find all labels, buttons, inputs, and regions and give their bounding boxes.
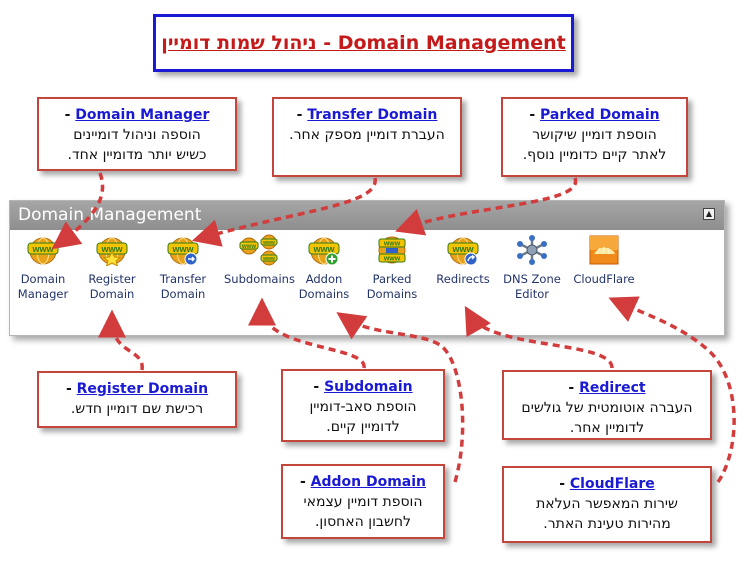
icon-label-line1: Parked bbox=[372, 272, 412, 286]
svg-text:www: www bbox=[31, 244, 54, 254]
svg-text:www: www bbox=[241, 244, 256, 250]
www-globe-star-icon: www bbox=[96, 237, 128, 266]
addon-domains-item[interactable]: www Addon Domains bbox=[289, 234, 359, 302]
icon-label-line1: DNS Zone bbox=[503, 272, 561, 286]
callout-text: הוספת סאב-דומיין bbox=[309, 399, 417, 415]
icon-label-line2: Domains bbox=[298, 287, 350, 301]
svg-text:www: www bbox=[262, 240, 275, 246]
callout-text: לחשבון האחסון. bbox=[314, 514, 411, 530]
panel-header: Domain Management ▲ bbox=[10, 201, 724, 230]
domain-management-panel: Domain Management ▲ www Domain Manager w… bbox=[9, 200, 725, 336]
panel-header-title: Domain Management bbox=[18, 205, 202, 225]
redirect-link[interactable]: Redirect bbox=[579, 380, 646, 396]
icon-label-line1: Register bbox=[88, 272, 136, 286]
callout-text: לדומיין אחר. bbox=[569, 420, 645, 436]
svg-text:www: www bbox=[383, 241, 401, 248]
title-separator: - bbox=[316, 32, 338, 54]
callout-text: הוספה וניהול דומיינים bbox=[73, 127, 201, 143]
icon-label-line1: Redirects bbox=[436, 272, 490, 286]
callout-transfer-domain: Transfer Domain - העברת דומיין מספק אחר. bbox=[272, 97, 462, 177]
domain-manager-item[interactable]: www Domain Manager bbox=[8, 234, 78, 302]
callout-dash: - bbox=[296, 107, 308, 123]
svg-text:www: www bbox=[171, 244, 194, 254]
subdomains-item[interactable]: www www www Subdomains bbox=[224, 234, 295, 287]
parked-domain-link[interactable]: Parked Domain bbox=[540, 107, 660, 123]
callout-text: לאתר קיים כדומיין נוסף. bbox=[522, 147, 667, 163]
redirects-item[interactable]: www Redirects bbox=[428, 234, 498, 287]
www-globe-icon: www bbox=[27, 237, 59, 265]
callout-text: הוספת דומיין עצמאי bbox=[303, 494, 423, 510]
callout-text: כשיש יותר מדומיין אחד. bbox=[67, 147, 207, 163]
callout-dash: - bbox=[529, 107, 541, 123]
icon-label-line2: Domain bbox=[160, 287, 206, 301]
www-globe-transfer-icon: www bbox=[167, 237, 199, 266]
callout-parked-domain: Parked Domain - הוספת דומיין שיקושר לאתר… bbox=[501, 97, 688, 177]
callout-text: הוספת דומיין שיקושר bbox=[532, 127, 657, 143]
callout-addon-domain: Addon Domain - הוספת דומיין עצמאי לחשבון… bbox=[281, 464, 445, 539]
callout-text: העברת דומיין מספק אחר. bbox=[289, 127, 445, 143]
title-hebrew: ניהול שמות דומיין bbox=[161, 32, 317, 54]
www-globe-add-icon: www bbox=[308, 237, 340, 266]
dns-zone-editor-item[interactable]: DNS Zone Editor bbox=[497, 234, 567, 302]
page-title: ניהול שמות דומיין - Domain Management bbox=[153, 14, 574, 72]
callout-text: מהירות טעינת האתר. bbox=[543, 516, 671, 532]
icon-label-line2: Manager bbox=[17, 287, 69, 301]
cloudflare-icon bbox=[589, 235, 619, 265]
icon-label-line2: Editor bbox=[514, 287, 550, 301]
svg-text:www: www bbox=[100, 244, 123, 254]
www-globe-parked-icon: www www bbox=[378, 236, 406, 264]
title-english: Domain Management bbox=[337, 32, 566, 54]
icon-label-line1: Transfer bbox=[159, 272, 207, 286]
icon-label-line1: Addon bbox=[305, 272, 343, 286]
callout-dash: - bbox=[568, 380, 580, 396]
icon-label-line1: Domain bbox=[20, 272, 66, 286]
transfer-domain-item[interactable]: www Transfer Domain bbox=[148, 234, 218, 302]
svg-text:www: www bbox=[312, 244, 335, 254]
callout-text: שירות המאפשר העלאת bbox=[536, 496, 678, 512]
domain-manager-link[interactable]: Domain Manager bbox=[75, 107, 210, 123]
cloudflare-item[interactable]: CloudFlare bbox=[569, 234, 639, 287]
transfer-domain-link[interactable]: Transfer Domain bbox=[307, 107, 438, 123]
callout-dash: - bbox=[313, 379, 325, 395]
callout-dash: - bbox=[299, 474, 311, 490]
www-subdomains-icon: www www www bbox=[239, 234, 278, 266]
callout-text: רכישת שם דומיין חדש. bbox=[70, 401, 204, 417]
callout-dash: - bbox=[64, 107, 76, 123]
www-globe-redirect-icon: www bbox=[447, 237, 479, 266]
callout-cloudflare: CloudFlare - שירות המאפשר העלאת מהירות ט… bbox=[502, 466, 712, 543]
callout-domain-manager: Domain Manager - הוספה וניהול דומיינים כ… bbox=[37, 97, 237, 171]
callout-register-domain: Register Domain - רכישת שם דומיין חדש. bbox=[37, 371, 237, 428]
dns-zone-editor-icon bbox=[517, 235, 547, 265]
icon-label-line1: CloudFlare bbox=[573, 272, 635, 286]
svg-text:www: www bbox=[262, 256, 275, 262]
callout-dash: - bbox=[559, 476, 570, 492]
parked-domains-item[interactable]: www www Parked Domains bbox=[357, 234, 427, 302]
register-domain-link[interactable]: Register Domain bbox=[76, 381, 209, 397]
callout-redirect: Redirect - העברה אוטומטית של גולשים לדומ… bbox=[502, 370, 712, 440]
icon-label-line2: Domains bbox=[366, 287, 418, 301]
page-title-text: ניהול שמות דומיין - Domain Management bbox=[161, 32, 565, 54]
callout-text: העברה אוטומטית של גולשים bbox=[521, 400, 693, 416]
svg-text:www: www bbox=[383, 256, 401, 263]
cloudflare-link[interactable]: CloudFlare bbox=[569, 476, 655, 492]
icon-label-line1: Subdomains bbox=[224, 272, 295, 286]
callout-subdomain: Subdomain - הוספת סאב-דומיין לדומיין קיי… bbox=[281, 369, 445, 442]
icon-label-line2: Domain bbox=[89, 287, 135, 301]
addon-domain-link[interactable]: Addon Domain bbox=[310, 474, 427, 490]
callout-dash: - bbox=[65, 381, 77, 397]
register-domain-item[interactable]: www Register Domain bbox=[77, 234, 147, 302]
callout-text: לדומיין קיים. bbox=[326, 419, 400, 435]
svg-text:www: www bbox=[451, 244, 474, 254]
subdomain-link[interactable]: Subdomain bbox=[324, 379, 413, 395]
collapse-icon[interactable]: ▲ bbox=[703, 208, 715, 220]
